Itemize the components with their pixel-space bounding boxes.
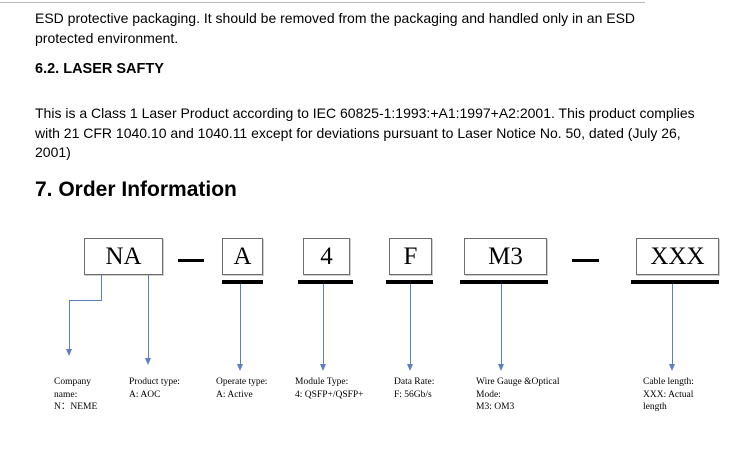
code-box-data-rate: F [389, 238, 432, 275]
esd-paragraph: ESD protective packaging. It should be r… [35, 10, 636, 46]
arrow-module-type-line [323, 284, 324, 364]
arrow-company-stem [101, 275, 102, 300]
underbar-cable-length [631, 280, 719, 284]
laser-safety-paragraph: This is a Class 1 Laser Product accordin… [35, 105, 695, 160]
order-information-heading: 7. Order Information [35, 178, 237, 201]
top-divider [0, 2, 645, 3]
arrow-data-rate-head [407, 364, 413, 371]
arrow-operate-type-head [237, 364, 243, 371]
arrow-product-type-line [148, 275, 149, 358]
code-box-company: NA [84, 238, 163, 275]
laser-safety-heading: 6.2. LASER SAFTY [35, 61, 164, 77]
arrow-wire-gauge-head [498, 364, 504, 371]
underbar-operate-type [222, 280, 263, 284]
underbar-module-type [298, 280, 353, 284]
code-box-wire-gauge: M3 [464, 238, 547, 275]
label-operate-type: Operate type: A: Active [216, 377, 268, 400]
arrow-wire-gauge-line [501, 284, 502, 364]
arrow-company-drop [69, 300, 70, 349]
arrow-cable-length-line [672, 284, 673, 364]
arrow-cable-length-head [669, 364, 675, 371]
arrow-data-rate-line [410, 284, 411, 364]
label-module-type: Module Type: 4: QSFP+/QSFP+ [295, 377, 364, 400]
arrow-company-head [66, 349, 72, 356]
underbar-wire-gauge [460, 280, 548, 284]
label-cable-length: Cable length: XXX: Actual length [643, 377, 694, 412]
underbar-data-rate [386, 280, 433, 284]
label-data-rate: Data Rate: F: 56Gb/s [394, 377, 435, 400]
label-company-name: Company name: N：NEME [54, 377, 98, 412]
separator-dash-1 [178, 259, 204, 262]
arrow-company-bend [69, 300, 102, 301]
label-wire-gauge: Wire Gauge &Optical Mode: M3: OM3 [476, 377, 560, 412]
separator-dash-2 [572, 259, 599, 262]
arrow-module-type-head [320, 364, 326, 371]
code-box-operate-type: A [222, 238, 263, 275]
code-box-module-type: 4 [303, 238, 350, 275]
label-product-type: Product type: A: AOC [129, 377, 180, 400]
code-box-cable-length: XXX [636, 238, 719, 275]
arrow-operate-type-line [240, 284, 241, 364]
arrow-product-type-head [145, 358, 151, 365]
